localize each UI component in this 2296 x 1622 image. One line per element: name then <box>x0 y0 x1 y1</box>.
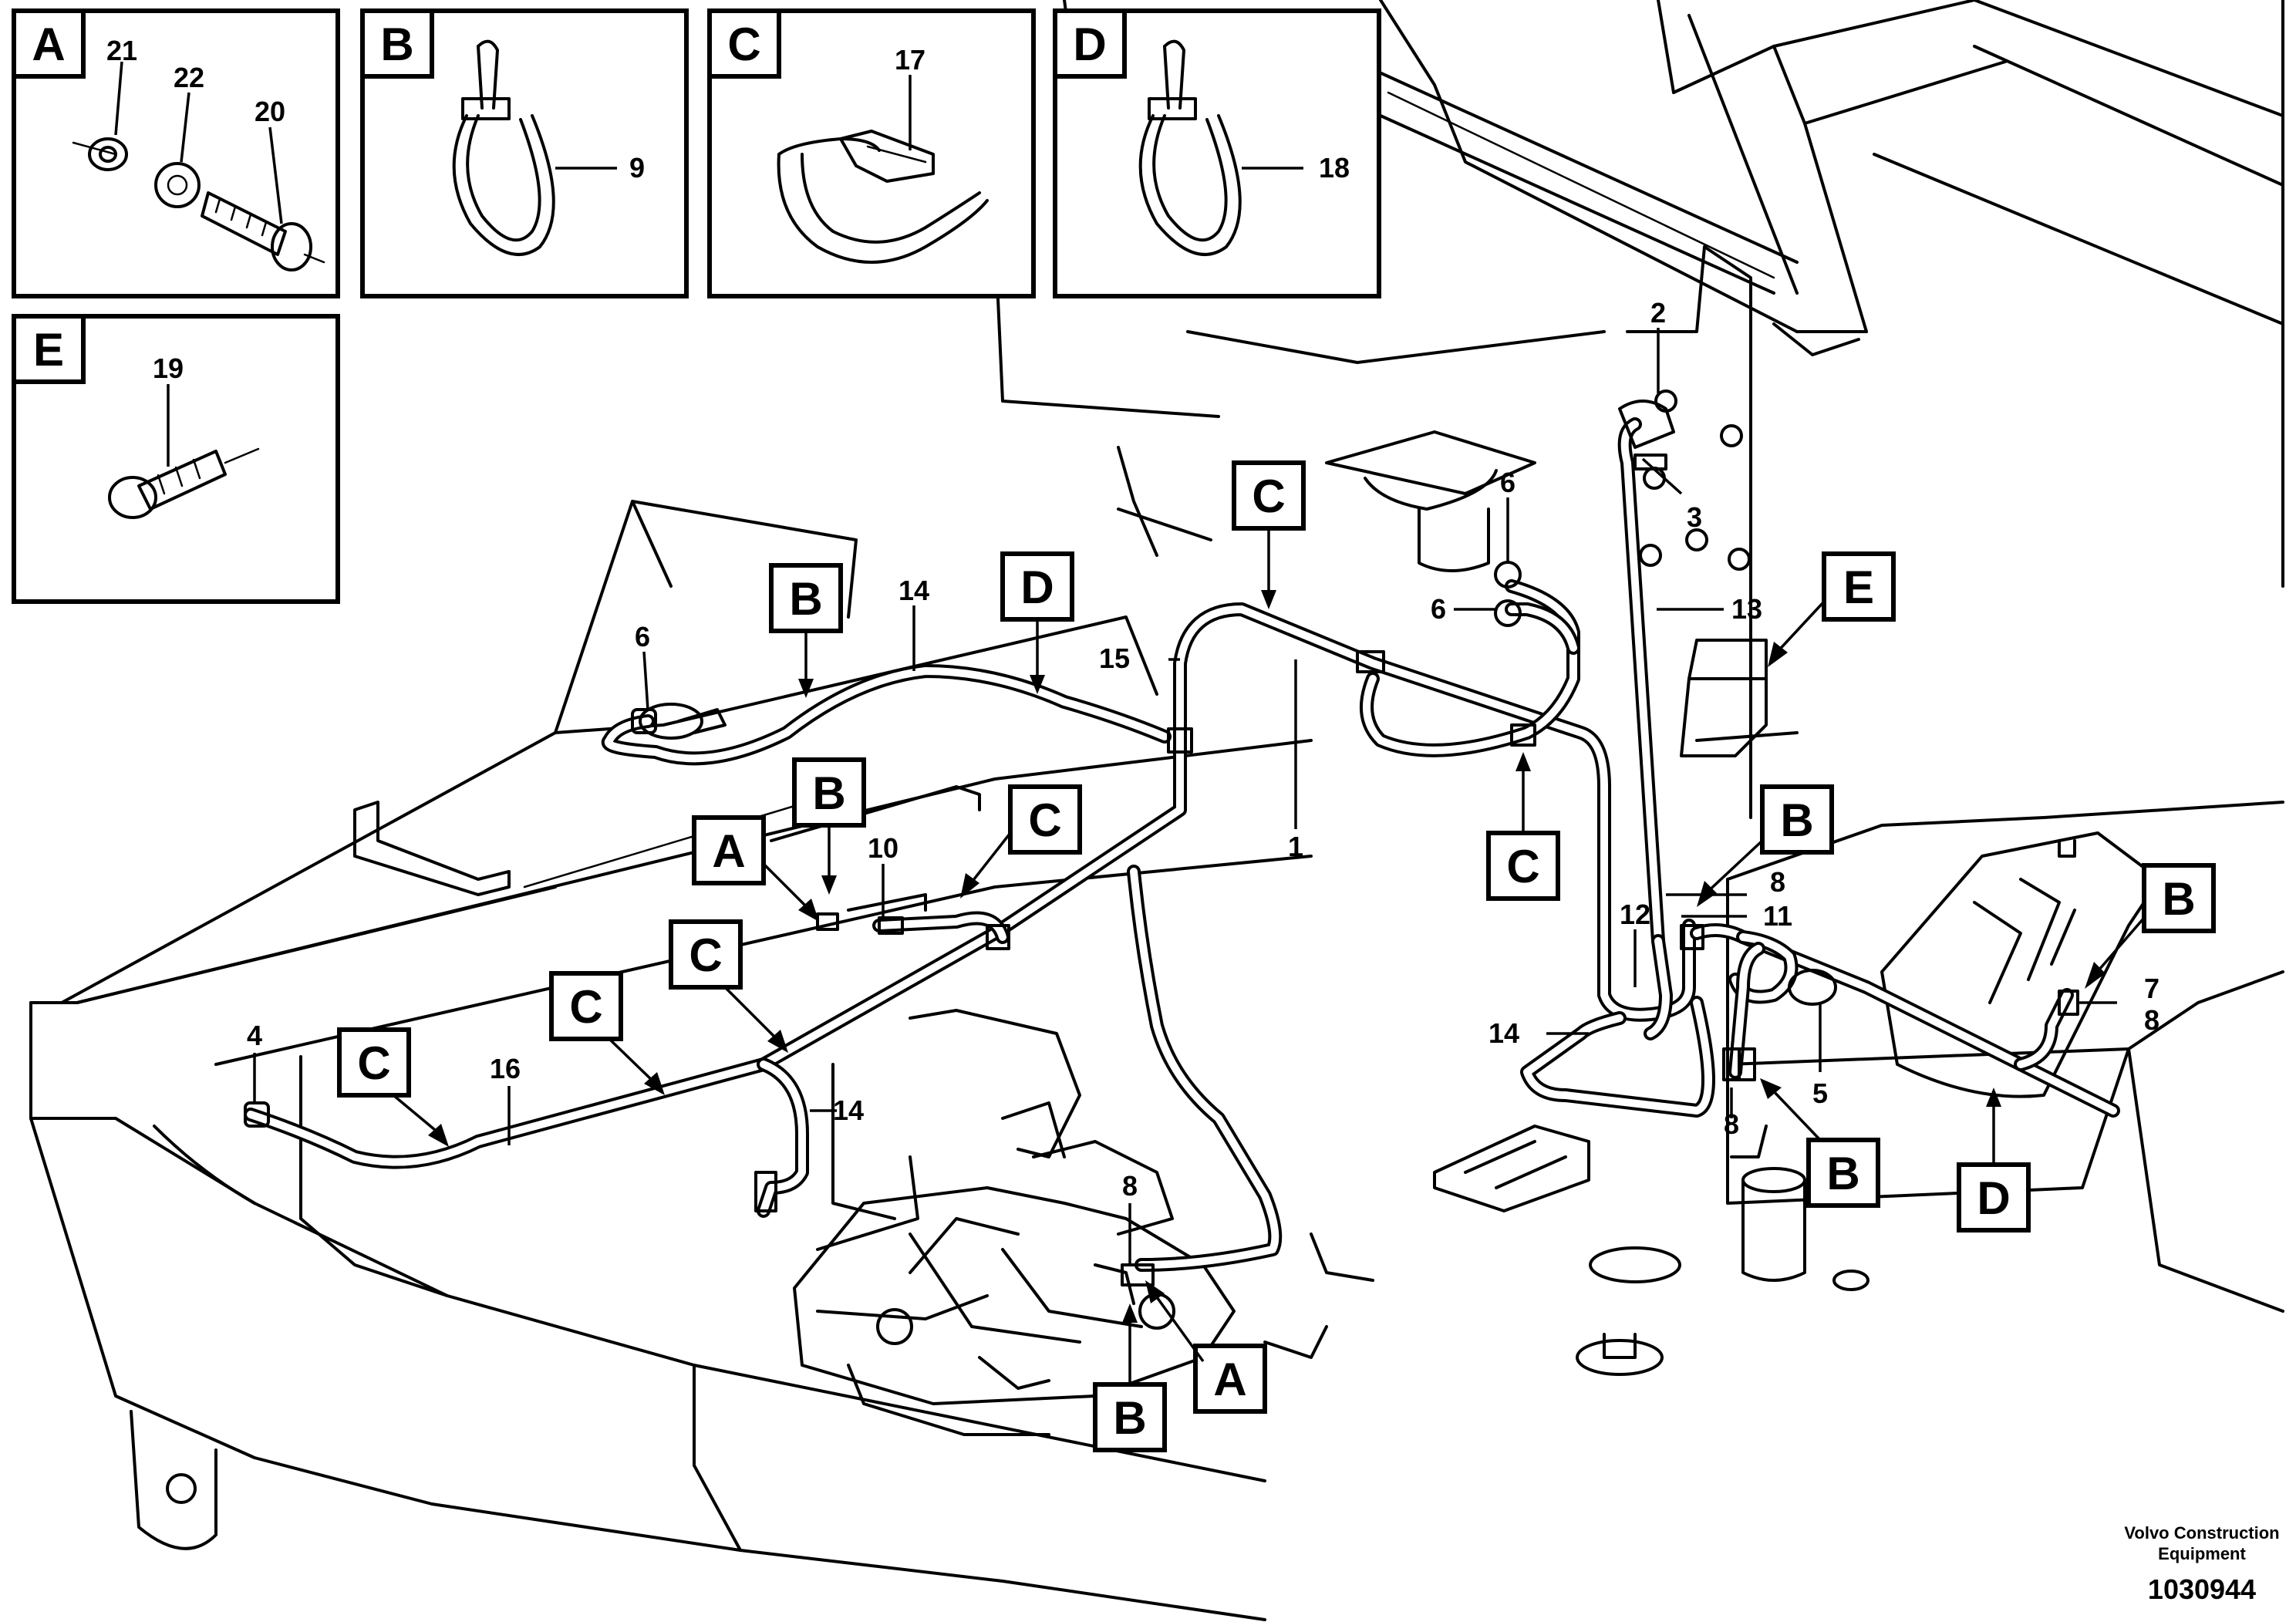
callout-badge-c: C <box>1486 752 1560 901</box>
svg-text:C: C <box>1506 841 1539 892</box>
svg-text:C: C <box>689 929 722 981</box>
svg-text:B: B <box>789 573 822 625</box>
callout-badges: B D C C B <box>337 460 2216 1452</box>
part-number: 12 <box>1620 899 1650 930</box>
detail-box-a: A 21 22 20 <box>12 8 340 298</box>
flange-nut-icon <box>72 137 128 171</box>
svg-text:C: C <box>569 981 602 1033</box>
detail-box-letter: B <box>380 19 413 70</box>
detail-box-letter: C <box>727 19 760 70</box>
detail-box-e: E 19 <box>12 314 340 604</box>
svg-text:B: B <box>812 767 845 819</box>
part-number: 8 <box>1770 866 1785 898</box>
part-number: 1 <box>1288 831 1303 862</box>
callout-badge-d: D <box>1957 1088 2031 1233</box>
footer-credit: Volvo Construction Equipment 1030944 <box>2124 1523 2279 1605</box>
detail-box-b: B 9 <box>360 8 689 298</box>
svg-text:B: B <box>1780 794 1813 846</box>
part-number: 13 <box>1731 593 1762 625</box>
hex-bolt-icon <box>201 191 325 271</box>
drawing-number: 1030944 <box>2148 1573 2256 1605</box>
part-number: 5 <box>1812 1077 1828 1109</box>
cable-tie-icon <box>452 39 555 256</box>
part-number: 9 <box>629 152 645 184</box>
svg-text:A: A <box>1213 1354 1246 1405</box>
svg-text:C: C <box>1028 794 1061 846</box>
svg-text:D: D <box>1977 1172 2010 1224</box>
hose-clamp-icon <box>777 130 989 264</box>
part-number: 14 <box>899 575 929 606</box>
callout-badge-c: C <box>549 971 665 1095</box>
part-number: 6 <box>635 621 650 653</box>
detail-box-letter: E <box>33 324 64 376</box>
svg-text:E: E <box>1843 561 1874 613</box>
callout-badge-b: B <box>1093 1303 1167 1452</box>
part-number: 19 <box>153 352 184 384</box>
part-number: 11 <box>1763 900 1792 932</box>
callout-badge-c: C <box>960 784 1082 899</box>
manufacturer-line-1: Volvo Construction <box>2124 1523 2279 1543</box>
svg-text:B: B <box>1113 1392 1146 1444</box>
callout-badge-b: B <box>792 757 866 895</box>
callout-badge-c: C <box>1232 460 1306 609</box>
lock-washer-icon <box>154 162 201 208</box>
part-number: 6 <box>1431 593 1446 625</box>
svg-text:C: C <box>1252 470 1285 522</box>
hex-bolt-icon <box>108 447 260 519</box>
part-number: 2 <box>1650 297 1666 329</box>
part-number: 8 <box>2144 1004 2159 1036</box>
callout-badge-a: A <box>692 815 819 922</box>
part-number: 10 <box>868 832 899 864</box>
part-number: 14 <box>833 1094 864 1126</box>
part-number-callouts: 1 2 3 4 5 6 6 6 7 8 8 8 8 <box>247 297 2159 1265</box>
part-number: 3 <box>1687 501 1702 533</box>
manufacturer-line-2: Equipment <box>2158 1544 2246 1563</box>
callout-badge-e: E <box>1768 551 1896 667</box>
part-number: 18 <box>1319 152 1350 184</box>
callout-badge-c: C <box>337 1027 449 1147</box>
detail-box-letter: D <box>1073 19 1106 70</box>
part-number: 8 <box>1724 1108 1739 1140</box>
svg-text:D: D <box>1020 561 1054 613</box>
detail-box-letter: A <box>32 19 65 70</box>
callout-badge-b: B <box>1697 784 1834 907</box>
part-number: 15 <box>1099 642 1130 674</box>
detail-box-c: C 17 <box>707 8 1036 298</box>
callout-badge-c: C <box>669 919 788 1053</box>
part-number: 8 <box>1122 1170 1138 1202</box>
svg-text:B: B <box>1826 1148 1859 1199</box>
callout-badge-a: A <box>1145 1280 1267 1414</box>
callout-badge-b: B <box>1760 1078 1880 1208</box>
connectors <box>244 400 2079 1286</box>
callout-badge-d: D <box>1000 551 1074 694</box>
part-number: 20 <box>255 96 285 127</box>
detail-box-d: D 18 <box>1053 8 1381 298</box>
cable-tie-icon <box>1138 39 1242 256</box>
part-number: 16 <box>490 1053 521 1084</box>
part-number: 21 <box>106 35 137 66</box>
svg-text:C: C <box>357 1037 390 1089</box>
svg-text:A: A <box>712 825 745 877</box>
part-number: 7 <box>2144 973 2159 1004</box>
part-number: 4 <box>247 1020 262 1051</box>
svg-text:B: B <box>2162 873 2195 925</box>
part-number: 14 <box>1489 1017 1519 1049</box>
part-number: 17 <box>895 44 925 76</box>
callout-badge-b: B <box>2085 863 2216 989</box>
machine-body-linework <box>29 0 2284 1621</box>
part-number: 6 <box>1500 467 1515 498</box>
part-number: 22 <box>174 62 204 93</box>
callout-badge-b: B <box>769 563 843 698</box>
